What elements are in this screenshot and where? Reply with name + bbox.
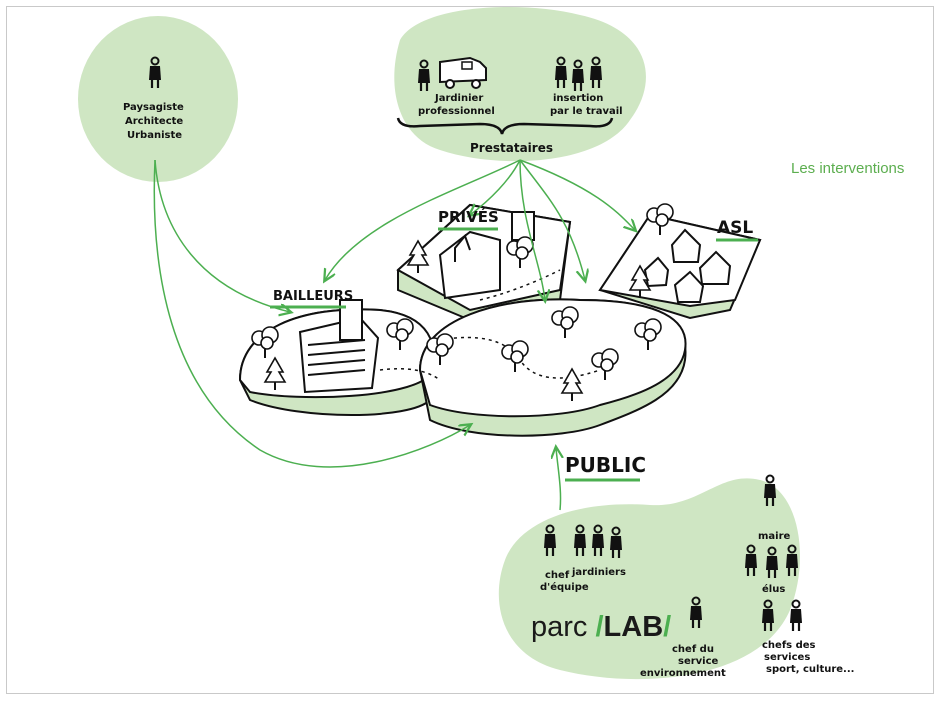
- elus-label: élus: [762, 583, 785, 595]
- person-icon: [788, 599, 804, 633]
- chef-service-2: service: [678, 656, 719, 667]
- chef-equipe-2: d'équipe: [540, 581, 589, 593]
- logo-part1: parc: [531, 611, 596, 643]
- designer-line-2: Architecte: [125, 116, 183, 127]
- jardiniers-label: jardiniers: [571, 567, 626, 578]
- zone-public: PUBLIC: [565, 453, 646, 477]
- designers-blob: [78, 16, 238, 182]
- chef-service-3: environnement: [640, 668, 726, 679]
- zone-asl: ASL: [717, 218, 753, 238]
- church-icon: [438, 211, 535, 300]
- zone-prives: PRIVÉS: [438, 207, 499, 226]
- insertion-line-2: par le travail: [550, 106, 623, 117]
- chef-equipe-1: chef: [545, 570, 570, 581]
- designer-line-1: Paysagiste: [123, 102, 184, 113]
- designer-line-3: Urbaniste: [127, 130, 182, 141]
- designers-label: Paysagiste Architecte Urbaniste: [123, 102, 184, 141]
- public-blob: [498, 478, 800, 680]
- chefs-services-2: services: [764, 652, 810, 663]
- arrows: [153, 159, 635, 511]
- logo-slash-2: /: [663, 611, 672, 643]
- prestataires-brace: [396, 117, 614, 135]
- chefs-services-3: sport, culture...: [766, 664, 854, 675]
- house-icon: [643, 228, 732, 303]
- zone-bailleurs: BAILLEURS: [273, 289, 353, 304]
- maire-label: maire: [758, 531, 791, 542]
- logo-slash: /: [595, 611, 604, 643]
- van-icon: [439, 56, 487, 89]
- gardener-line-2: professionnel: [418, 106, 495, 117]
- chefs-services-1: chefs des: [762, 640, 816, 651]
- insertion-line-1: insertion: [553, 93, 603, 104]
- building-icon: [298, 299, 380, 394]
- prestataires-blob: [394, 7, 646, 162]
- chef-service-1: chef du: [672, 644, 714, 655]
- frame: [6, 6, 934, 694]
- prestataires-label: Prestataires: [470, 141, 553, 155]
- parclab-logo: parc /LAB/: [531, 611, 671, 644]
- logo-part2: LAB: [603, 611, 664, 643]
- gardener-line-1: Jardinier: [434, 93, 483, 104]
- page-title: Les interventions: [791, 160, 905, 177]
